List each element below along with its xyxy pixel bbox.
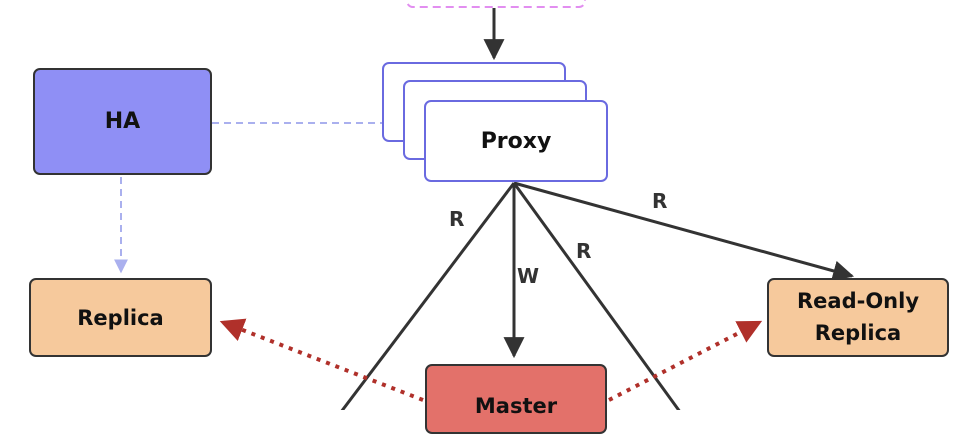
proxy-node: Proxy: [424, 100, 608, 182]
ha-node: HA: [33, 68, 212, 175]
edge-label-read-left: R: [449, 207, 465, 231]
client-box: [406, 0, 586, 8]
replica-label: Replica: [77, 305, 164, 330]
proxy-to-readonly-arrow: [513, 181, 855, 282]
replica-node: Replica: [29, 278, 212, 357]
master-to-replica-replication-arrow: [219, 318, 424, 402]
master-to-readonly-replication-arrow: [608, 320, 763, 402]
master-node: Master: [425, 364, 607, 434]
connector-layer: [114, 0, 855, 410]
proxy-label: Proxy: [480, 128, 552, 154]
readonly-replica-node: Read-Only Replica: [767, 278, 949, 357]
edge-label-read-center: R: [576, 239, 592, 263]
readonly-replica-label: Read-Only Replica: [796, 289, 920, 345]
master-label: Master: [474, 394, 558, 418]
edge-label-read-right: R: [652, 189, 668, 213]
edge-label-write: W: [517, 264, 540, 288]
ha-label: HA: [104, 109, 141, 134]
